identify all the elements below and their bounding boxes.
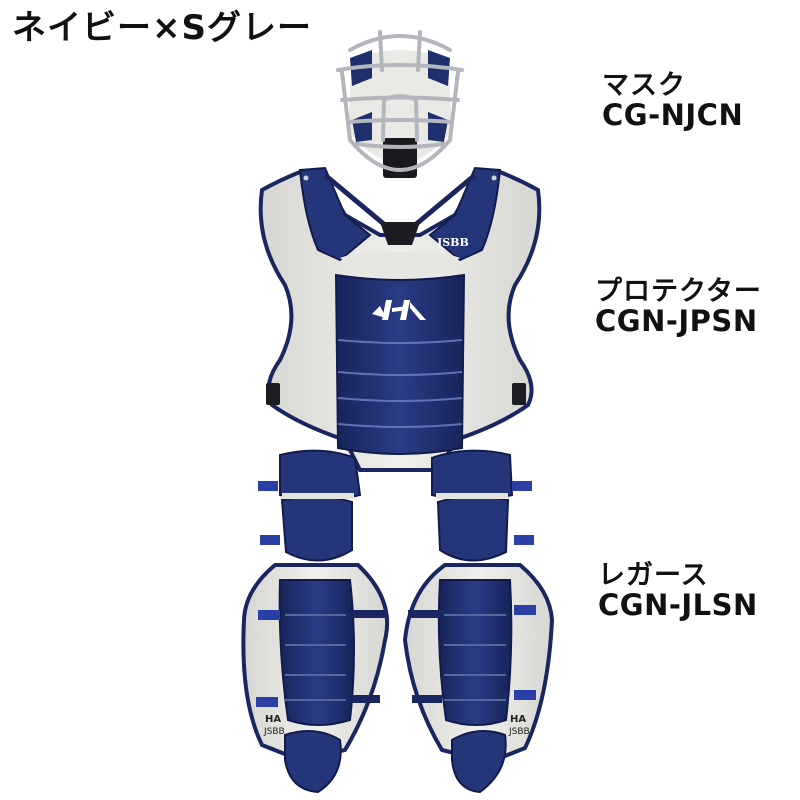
leg-right-ha-mark: HA	[510, 714, 526, 725]
protector-label: プロテクター CGN-JPSN	[595, 278, 762, 336]
leg-guards-code: CGN-JLSN	[598, 588, 758, 622]
leg-right-jsbb-mark: JSBB	[508, 727, 530, 737]
protector-code: CGN-JPSN	[595, 304, 758, 338]
color-title: ネイビー×Sグレー	[12, 8, 312, 48]
mask-name: マスク	[602, 70, 686, 101]
ha-logo-icon	[372, 300, 426, 320]
leg-left-ha-mark: HA	[265, 714, 281, 725]
protector-name: プロテクター	[595, 276, 762, 307]
jsbb-mark: JSBB	[436, 236, 469, 249]
mask-code: CG-NJCN	[602, 98, 744, 132]
catcher-mask-icon	[336, 30, 464, 178]
leg-guards-name: レガース	[598, 560, 709, 591]
leg-guards-icon	[241, 449, 555, 794]
chest-protector-icon	[258, 166, 542, 472]
leg-left-jsbb-mark: JSBB	[263, 727, 285, 737]
mask-label: マスク CG-NJCN	[602, 72, 743, 130]
leg-guards-label: レガース CGN-JLSN	[598, 562, 758, 620]
